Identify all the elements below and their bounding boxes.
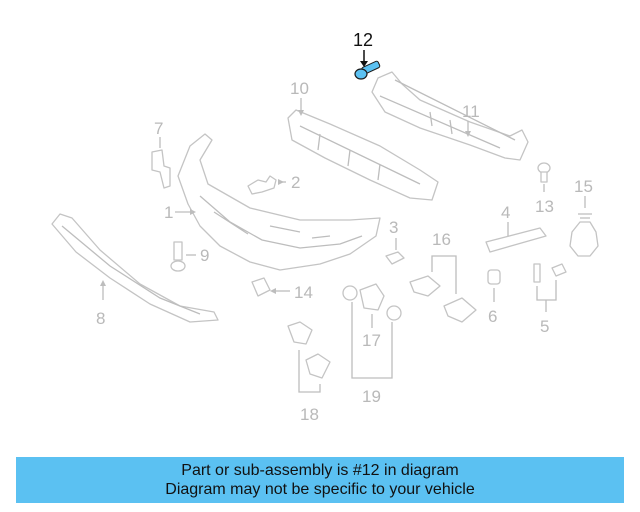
part-7-bracket[interactable]: 7 <box>151 119 171 189</box>
callout-6: 6 <box>488 307 497 326</box>
callout-7: 7 <box>154 119 163 138</box>
bracket-4-shape <box>485 227 547 253</box>
part-13-bolt[interactable]: 13 <box>535 162 554 216</box>
callout-15: 15 <box>574 177 593 196</box>
sensor-16a <box>409 275 441 297</box>
bag-15-shape <box>569 221 599 257</box>
part-info-banner: Part or sub-assembly is #12 in diagram D… <box>16 457 624 503</box>
callout-2: 2 <box>291 173 300 192</box>
part-1-bumper-cover[interactable]: 1 <box>164 133 381 271</box>
clip-19b <box>386 305 402 321</box>
part-16-sensors[interactable]: 16 <box>409 230 477 323</box>
clip-6-shape <box>487 269 501 285</box>
callout-19: 19 <box>362 387 381 406</box>
bumper-cover-detail <box>199 195 363 249</box>
bolt-5b <box>551 263 567 277</box>
part-10-energy-absorber[interactable]: 10 <box>287 79 439 201</box>
callout-12: 12 <box>353 30 373 50</box>
bracket-18a <box>287 321 313 345</box>
callout-8: 8 <box>96 309 105 328</box>
part-6-clip[interactable]: 6 <box>487 269 501 326</box>
callout-17: 17 <box>362 331 381 350</box>
bolt-5a <box>533 263 541 283</box>
part-9-bolt[interactable]: 9 <box>170 241 209 272</box>
bolt-head <box>354 68 368 80</box>
callout-1: 1 <box>164 203 173 222</box>
callout-14: 14 <box>294 283 313 302</box>
bracket-18b <box>305 353 331 379</box>
clip-shape <box>247 175 277 195</box>
grille-detail <box>61 225 201 315</box>
callout-11: 11 <box>462 102 480 121</box>
part-14-clip[interactable]: 14 <box>251 277 313 302</box>
reinforcement-shape <box>371 71 529 161</box>
grille-shape <box>51 213 219 323</box>
callout-3: 3 <box>389 218 398 237</box>
part-12-bolt[interactable]: 12 <box>353 30 381 80</box>
exploded-parts-diagram: 12 11 10 1 <box>51 30 599 424</box>
part-2-clip[interactable]: 2 <box>247 173 300 195</box>
bracket-shape <box>151 149 171 189</box>
callout-16: 16 <box>432 230 451 249</box>
absorber-detail <box>299 125 421 185</box>
reinforcement-detail <box>379 79 516 149</box>
callout-9: 9 <box>200 246 209 265</box>
sensor-16b <box>443 297 477 323</box>
part-19-clips[interactable]: 19 <box>342 285 402 406</box>
part-15-bag[interactable]: 15 <box>569 177 599 257</box>
part-3-bolt[interactable]: 3 <box>385 218 405 265</box>
callout-4: 4 <box>501 203 510 222</box>
part-8-grille[interactable]: 8 <box>51 213 219 328</box>
banner-line-1: Part or sub-assembly is #12 in diagram <box>181 462 459 479</box>
bolt-9-head <box>170 260 186 272</box>
banner-line-2: Diagram may not be specific to your vehi… <box>165 481 475 498</box>
bolt-13-shank <box>540 171 548 183</box>
bolt-3-shape <box>385 251 405 265</box>
clip-19a <box>342 285 358 301</box>
part-4-bracket[interactable]: 4 <box>485 203 547 253</box>
callout-12-arrowhead <box>360 61 368 67</box>
callout-5: 5 <box>540 317 549 336</box>
bracket-17-shape <box>359 283 385 311</box>
part-5-bolts[interactable]: 5 <box>533 263 567 336</box>
callout-18: 18 <box>300 405 319 424</box>
bolt-9-shank <box>173 241 183 261</box>
part-11-bumper-reinforcement[interactable]: 11 <box>371 71 529 161</box>
callout-13: 13 <box>535 197 554 216</box>
part-18-brackets[interactable]: 18 <box>287 321 331 424</box>
callout-10: 10 <box>290 79 309 98</box>
part-17-bracket[interactable]: 17 <box>359 283 385 350</box>
clip-14-shape <box>251 277 271 297</box>
absorber-shape <box>287 109 439 201</box>
